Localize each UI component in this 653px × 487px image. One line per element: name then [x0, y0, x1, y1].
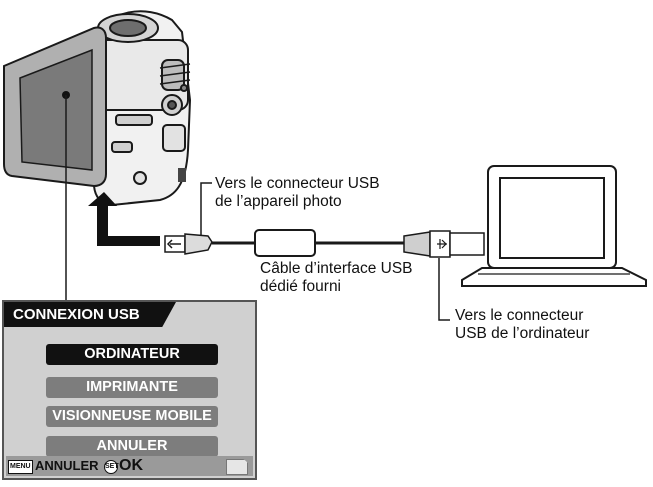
usb-cable: [164, 229, 485, 258]
usb-connection-menu: CONNEXION USB ORDINATEUR IMPRIMANTE VISI…: [2, 300, 257, 480]
menu-item-cancel[interactable]: ANNULER: [46, 436, 218, 457]
computer-connector-line-2: USB de l’ordinateur: [455, 325, 590, 342]
camera-connector-line-2: de l’appareil photo: [215, 193, 342, 210]
camera-connector-label: Vers le connecteur USB de l’appareil pho…: [215, 175, 380, 211]
computer-connector-line-1: Vers le connecteur: [455, 307, 584, 324]
direction-arrow: [88, 192, 160, 246]
camcorder: [90, 10, 192, 207]
memory-card-icon: [226, 459, 248, 475]
computer-connector-label: Vers le connecteur USB de l’ordinateur: [455, 307, 589, 343]
cable-label: Câble d’interface USB dédié fourni: [260, 260, 413, 296]
menu-item-mobile-viewer[interactable]: VISIONNEUSE MOBILE: [46, 406, 218, 427]
camera-port-leader: [200, 182, 212, 235]
camera-connector-line-1: Vers le connecteur USB: [215, 175, 380, 192]
cable-line-2: dédié fourni: [260, 278, 342, 295]
menu-key-icon: MENU: [8, 460, 33, 474]
computer-port-leader: [438, 258, 450, 321]
laptop: [461, 165, 647, 287]
set-key-icon: SET: [104, 460, 119, 474]
menu-item-computer[interactable]: ORDINATEUR: [46, 344, 218, 365]
cable-line-1: Câble d’interface USB: [260, 260, 413, 277]
lcd-screen: [3, 26, 107, 188]
footer-ok-text: OK: [119, 457, 143, 474]
menu-title: CONNEXION USB: [4, 302, 176, 327]
menu-item-printer[interactable]: IMPRIMANTE: [46, 377, 218, 398]
footer-cancel-text: ANNULER: [35, 458, 99, 473]
menu-footer: MENU ANNULER SET OK: [6, 456, 253, 476]
